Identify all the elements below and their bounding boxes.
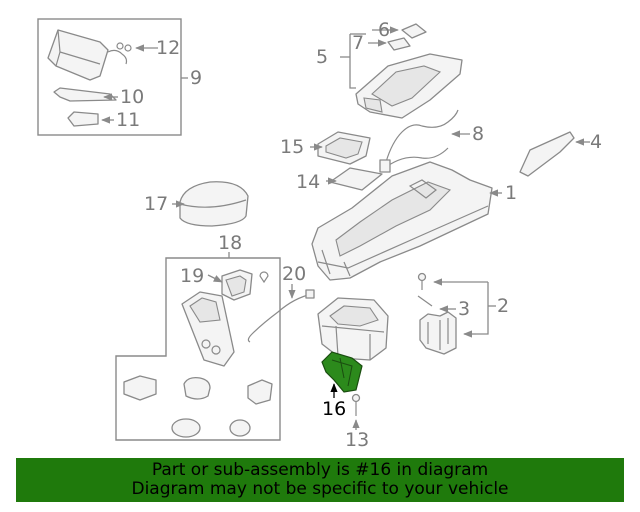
callout-5: 5 [316,46,328,68]
part-11-module[interactable] [67,111,99,127]
callout-11: 11 [116,109,140,131]
callout-3: 3 [458,298,470,320]
callout-14: 14 [296,171,320,193]
part-12-display-unit[interactable] [47,29,132,81]
part-16-highlighted-switch-panel[interactable] [321,351,363,398]
switch-c[interactable] [247,379,273,405]
callout-17: 17 [144,193,168,215]
lower-console-box[interactable] [317,297,389,361]
callout-6: 6 [378,19,390,41]
part-14-mat[interactable] [326,167,383,191]
parts-2-3-bracket[interactable] [417,272,496,355]
callout-1: 1 [505,182,517,204]
part-19-switch[interactable] [207,269,269,301]
part-1-floor-console[interactable] [311,161,502,281]
part-17-armrest[interactable] [172,181,249,227]
callout-18: 18 [218,232,242,254]
part-13-screw[interactable] [351,393,361,431]
info-banner: Part or sub-assembly is #16 in diagram D… [16,458,624,502]
part-20-cable[interactable] [247,284,315,343]
callout-16: 16 [322,398,346,420]
callout-15: 15 [280,136,304,158]
group-9-box [37,18,188,136]
callout-8: 8 [472,123,484,145]
callout-7: 7 [352,32,364,54]
callout-2: 2 [497,295,509,317]
switch-a[interactable] [123,375,157,401]
callout-13: 13 [345,429,369,451]
callout-20: 20 [282,263,306,285]
part-15-tray[interactable] [310,131,371,165]
switch-b[interactable] [183,376,211,400]
usb-port[interactable] [171,418,201,438]
banner-line-2: Diagram may not be specific to your vehi… [131,479,509,499]
part-8-wire-harness[interactable] [379,109,470,173]
callout-9: 9 [190,67,202,89]
parts-5-6-7-upper-console[interactable] [340,23,463,119]
parts-diagram: 1 2 3 4 5 6 7 8 9 10 11 12 13 14 15 16 1… [37,18,602,451]
power-outlet[interactable] [229,419,251,437]
callout-19: 19 [180,265,204,287]
callout-10: 10 [120,86,144,108]
callout-4: 4 [590,131,602,153]
banner-line-1: Part or sub-assembly is #16 in diagram [151,460,489,480]
group-18-box [115,252,281,441]
callout-12: 12 [156,37,180,59]
part-4-side-trim[interactable] [519,131,590,177]
trim-bezel[interactable] [181,291,235,367]
part-10-bracket[interactable] [53,87,117,102]
